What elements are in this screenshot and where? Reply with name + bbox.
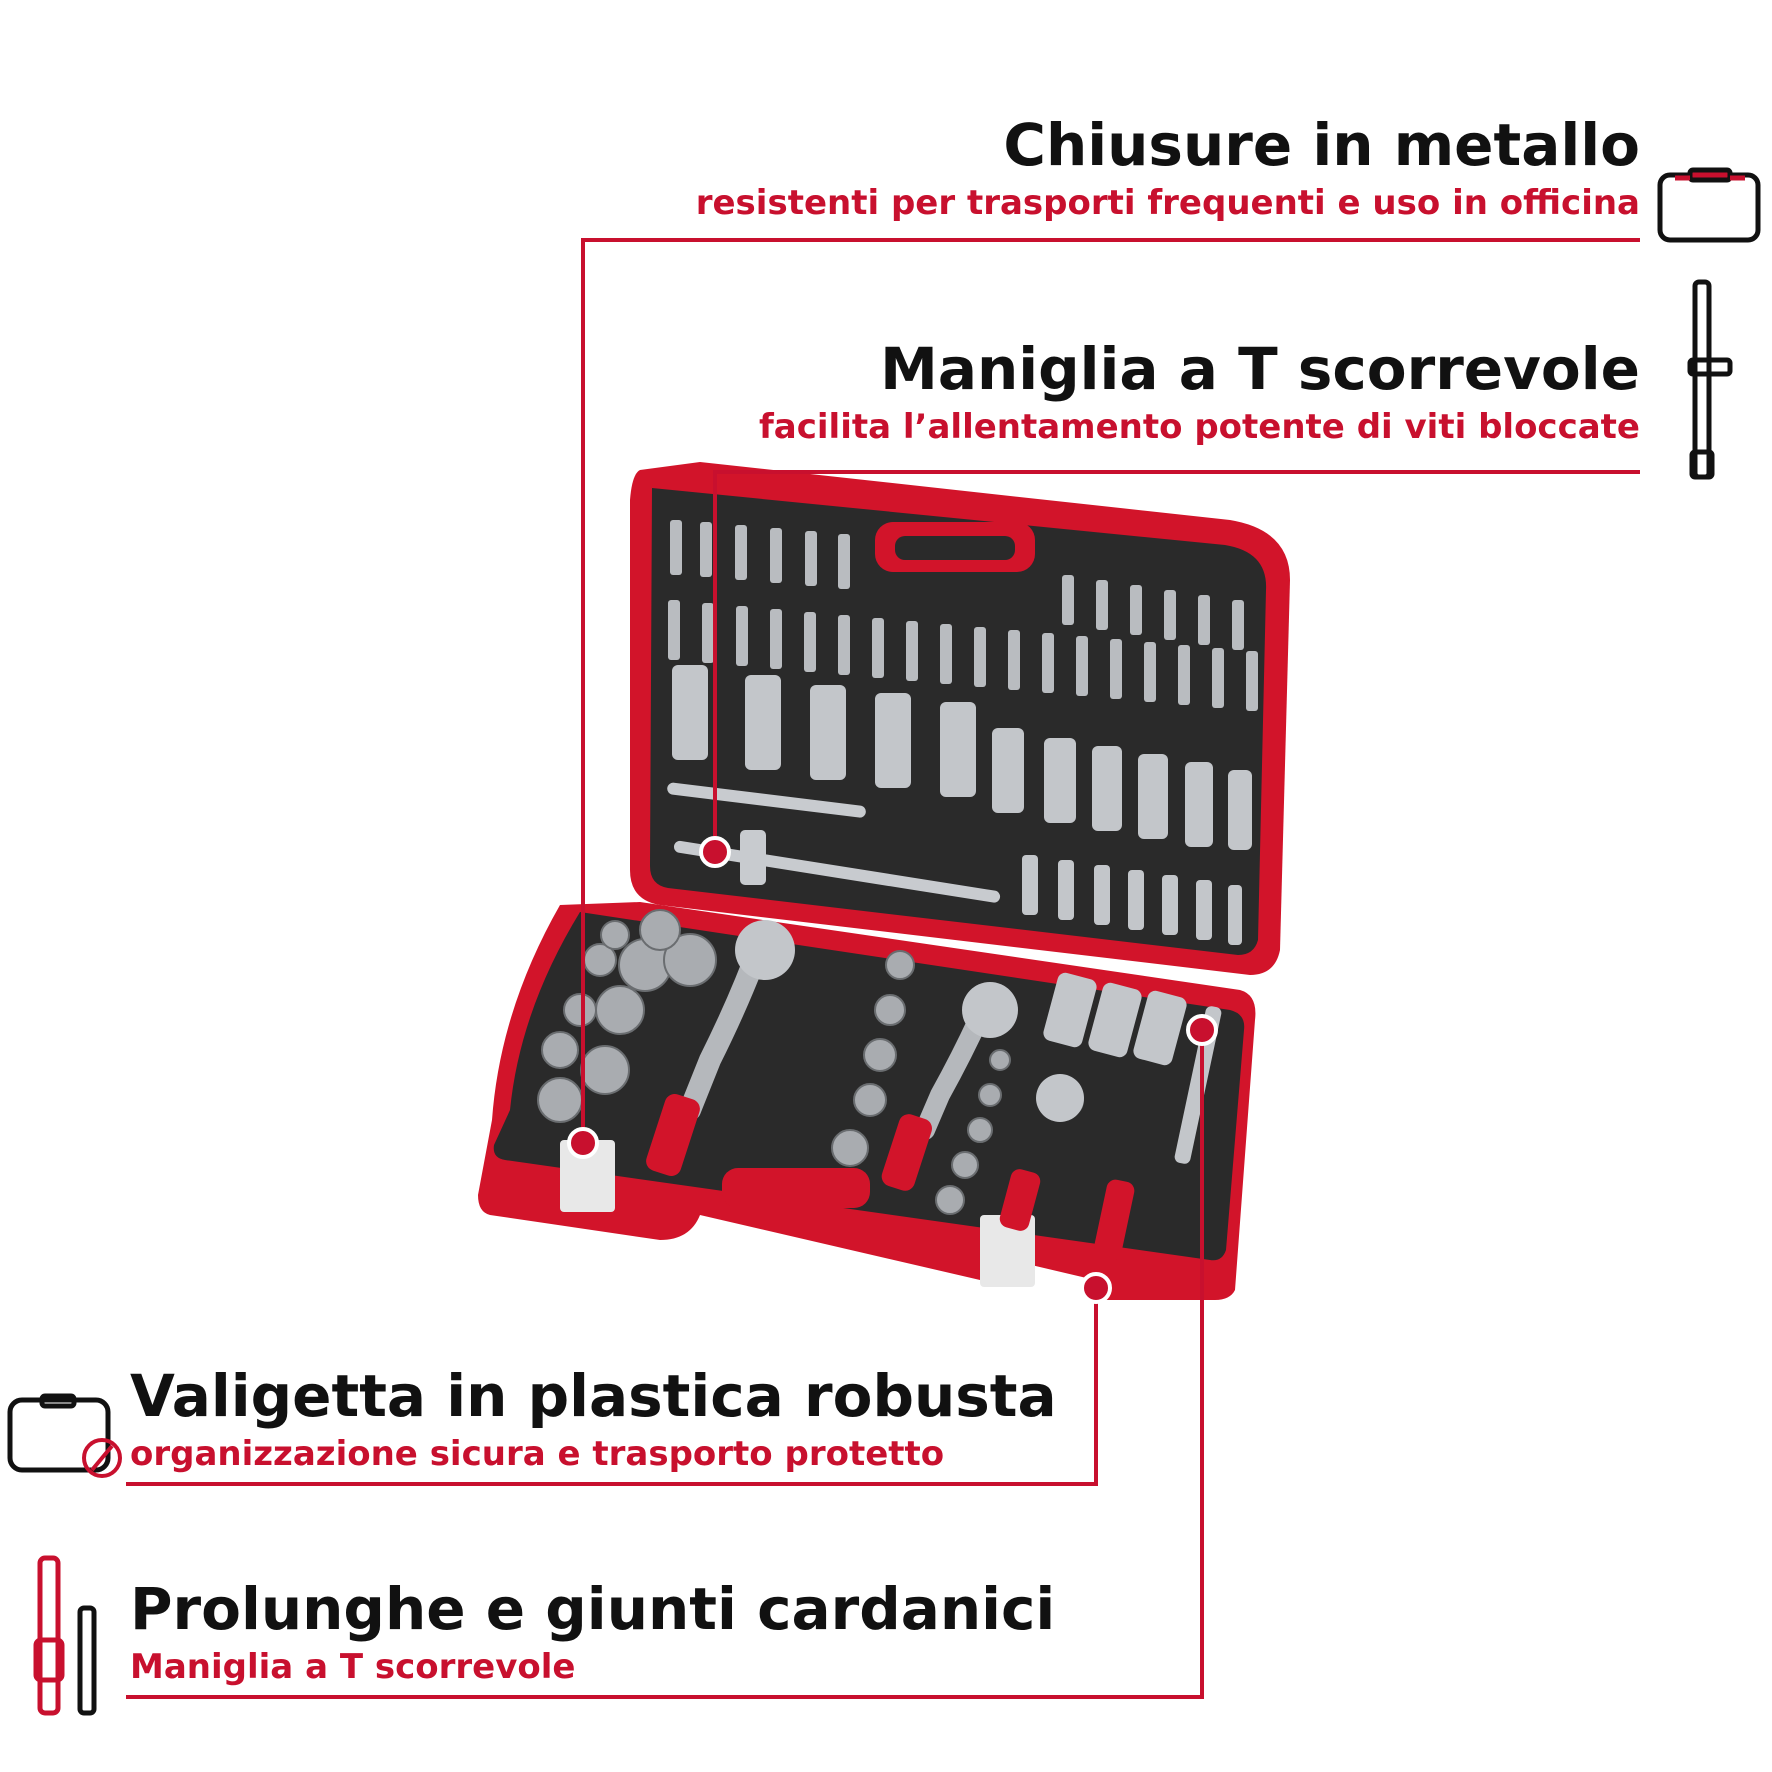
- callout-lines: [126, 238, 1640, 1699]
- feature-title-t-handle: Maniglia a T scorrevole: [880, 335, 1640, 403]
- t-handle-icon: [1687, 279, 1733, 480]
- case-latch-icon: [1657, 167, 1761, 243]
- feature-title-extensions: Prolunghe e giunti cardanici: [130, 1575, 1056, 1643]
- tool-case-illustration: [478, 462, 1290, 1300]
- feature-title-plastic-case: Valigetta in plastica robusta: [130, 1362, 1057, 1430]
- feature-subtitle-extensions: Maniglia a T scorrevole: [130, 1647, 576, 1687]
- feature-title-metal-latches: Chiusure in metallo: [1003, 111, 1640, 179]
- callout-dots: [567, 836, 1218, 1304]
- feature-subtitle-t-handle: facilita l’allentamento potente di viti …: [759, 407, 1640, 447]
- feature-subtitle-plastic-case: organizzazione sicura e trasporto protet…: [130, 1434, 945, 1474]
- extension-bars-icon: [33, 1555, 97, 1716]
- feature-subtitle-metal-latches: resistenti per trasporti frequenti e uso…: [695, 183, 1640, 223]
- case-icon: [7, 1393, 122, 1478]
